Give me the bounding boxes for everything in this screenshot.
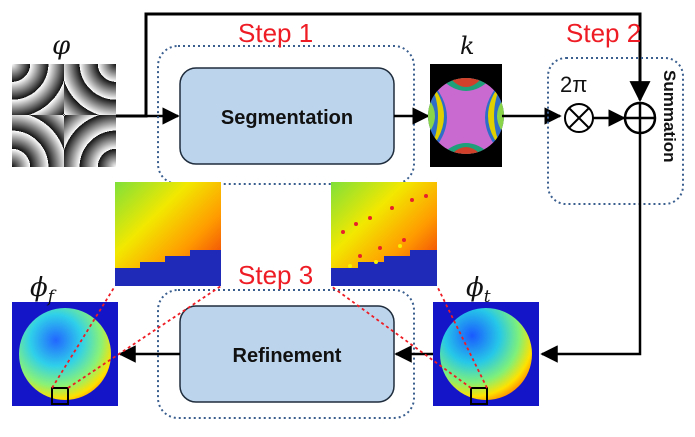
input-phase-symbol: φ	[52, 31, 71, 61]
unwrapped-phase-t-image	[433, 302, 539, 406]
zoom-patch-refined	[115, 182, 221, 286]
plus-icon	[623, 101, 657, 135]
summation-label: Summation	[660, 70, 679, 163]
step1-label: Step 1	[238, 18, 313, 48]
step3-label: Step 3	[238, 260, 313, 290]
zoom-lines	[51, 285, 488, 389]
phase-f-symbol: ϕf	[30, 273, 57, 307]
wrapped-phase-image	[12, 64, 116, 167]
fringe-order-image	[428, 64, 504, 167]
step2-label: Step 2	[566, 18, 641, 48]
fringe-order-symbol: k	[460, 32, 475, 60]
phase-t-symbol: ϕt	[466, 273, 491, 307]
two-pi-label: 2π	[560, 72, 587, 97]
arrow-sum-to-phase-t	[540, 133, 642, 363]
segmentation-label: Segmentation	[221, 107, 353, 129]
multiply-icon	[564, 103, 594, 133]
refinement-label: Refinement	[233, 345, 342, 367]
final-phase-f-image	[12, 302, 118, 406]
zoom-patch-unrefined	[331, 182, 437, 286]
